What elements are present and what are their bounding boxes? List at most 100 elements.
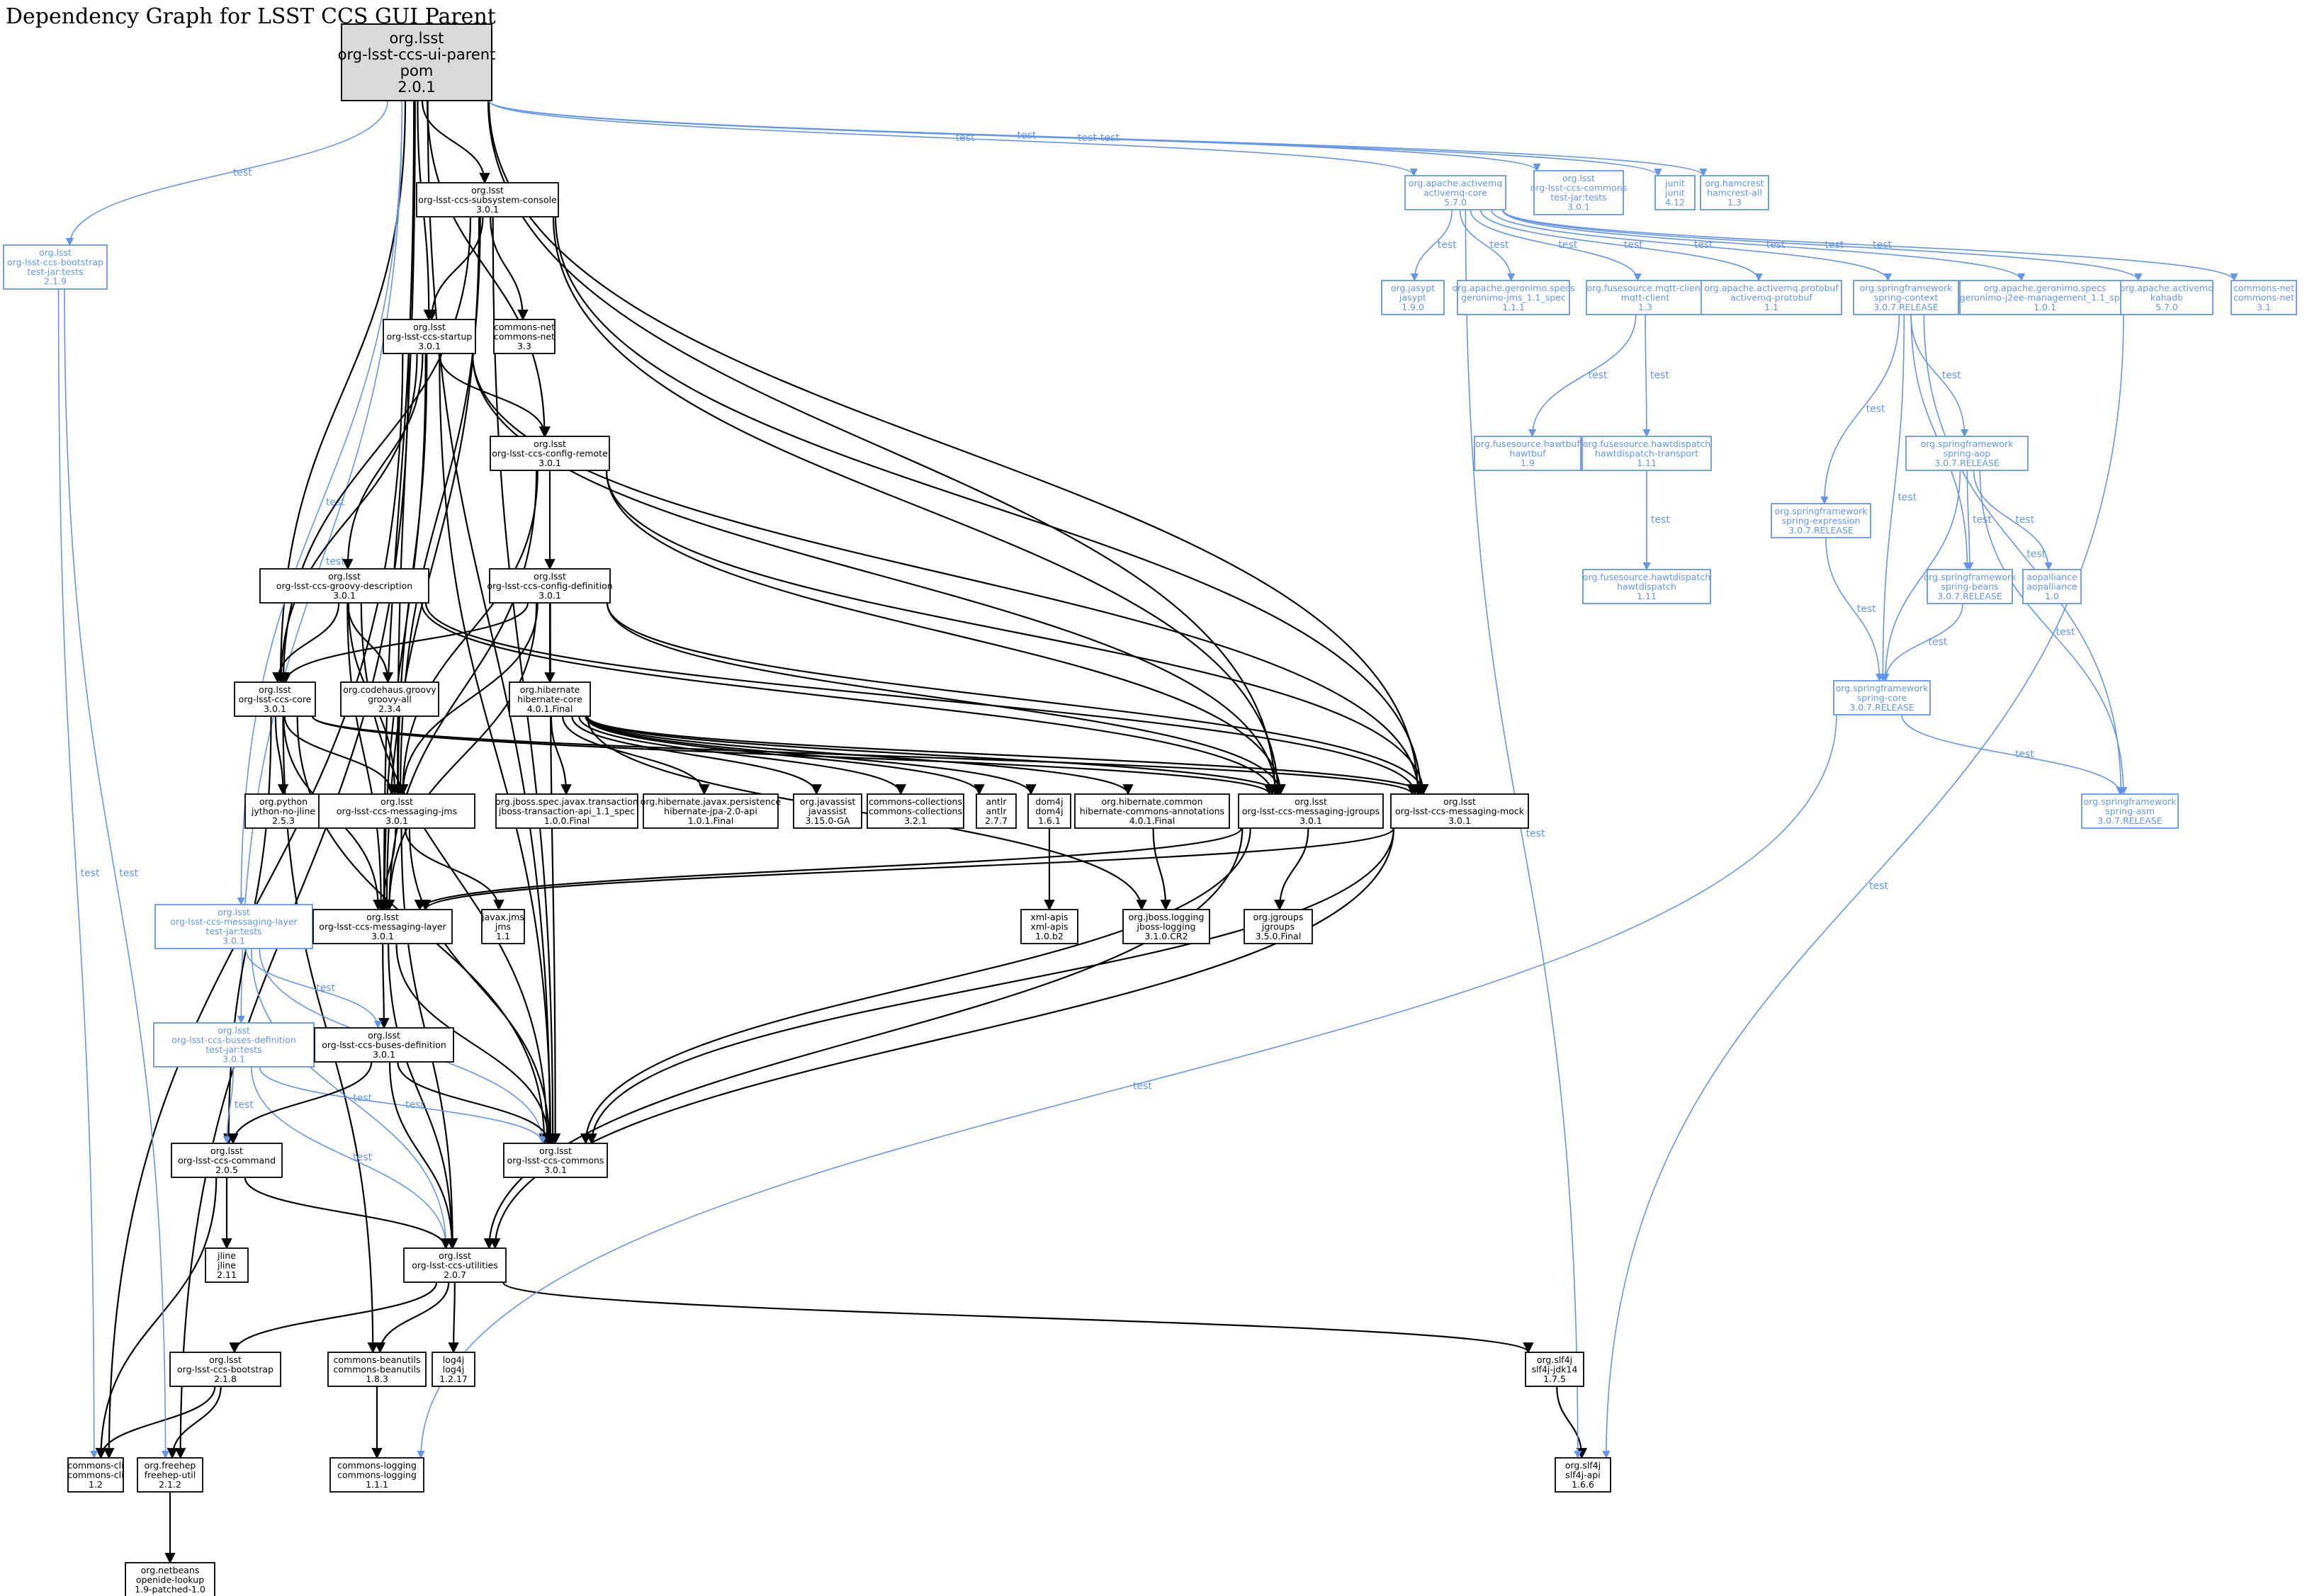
node-msg_layer_tests[interactable]: org.lsstorg-lsst-ccs-messaging-layertest…	[154, 904, 313, 949]
node-label-line: 3.0.1	[538, 590, 561, 601]
node-subsystem_console[interactable]: org.lsstorg-lsst-ccs-subsystem-console3.…	[416, 182, 559, 217]
node-box	[318, 793, 475, 829]
node-label-line: hibernate-jpa-2.0-api	[664, 805, 757, 816]
edge-root-to-buses_def_tests	[237, 100, 403, 1024]
node-label-line: org.fusesource.hawtdispatch	[1583, 572, 1710, 582]
node-spring_asm[interactable]: org.springframeworkspring-asm3.0.7.RELEA…	[2081, 793, 2179, 829]
edge-label-test: test	[1624, 239, 1643, 251]
node-hawtdispatch[interactable]: org.fusesource.hawtdispatchhawtdispatch1…	[1582, 569, 1711, 604]
node-spring_beans[interactable]: org.springframeworkspring-beans3.0.7.REL…	[1924, 569, 2017, 604]
node-geronimo_jms[interactable]: org.apache.geronimo.specsgeronimo-jms_1.…	[1453, 280, 1575, 315]
node-config_def[interactable]: org.lsstorg-lsst-ccs-config-definition3.…	[487, 568, 613, 604]
node-label-line: commons-collections	[869, 796, 962, 807]
edge-buses_def-to-ccs_commons	[397, 1061, 554, 1145]
node-label-line: 1.11	[1637, 591, 1657, 601]
node-spring_expression[interactable]: org.springframeworkspring-expression3.0.…	[1771, 503, 1871, 538]
edge-buses_def_tests-to-command	[222, 1066, 234, 1145]
node-annotations[interactable]: org.hibernate.commonhibernate-commons-an…	[1074, 793, 1230, 829]
node-spring_aop[interactable]: org.springframeworkspring-aop3.0.7.RELEA…	[1905, 436, 2029, 471]
node-label-line: 2.7.7	[985, 815, 1008, 826]
node-label-line: spring-asm	[2105, 805, 2155, 816]
node-collections[interactable]: commons-collectionscommons-collections3.…	[867, 793, 964, 829]
node-spring_core[interactable]: org.springframeworkspring-core3.0.7.RELE…	[1833, 680, 1931, 715]
node-label-line: commons-collections	[869, 805, 962, 816]
node-hawt_transport[interactable]: org.fusesource.hawtdispatchhawtdispatch-…	[1581, 436, 1712, 471]
node-ccs_commons_tests[interactable]: org.lsstorg-lsst-ccs-commonstest-jar:tes…	[1530, 170, 1628, 215]
edge-subsystem_console-to-msg_mock	[554, 216, 1426, 796]
node-bootstrap_tests[interactable]: org.lsstorg-lsst-ccs-bootstraptest-jar:t…	[3, 244, 108, 290]
node-jta[interactable]: org.jboss.spec.javax.transactionjboss-tr…	[495, 793, 638, 829]
edge-core-to-msg_jms	[283, 715, 397, 796]
node-label-line: org.javassist	[800, 796, 856, 807]
node-buses_def[interactable]: org.lsstorg-lsst-ccs-buses-definition3.0…	[314, 1027, 454, 1063]
node-box	[1381, 280, 1445, 315]
node-buses_def_tests[interactable]: org.lsstorg-lsst-ccs-buses-definitiontes…	[153, 1022, 315, 1068]
node-label-line: 3.0.7.RELEASE	[1788, 525, 1854, 536]
node-label-line: org.lsst	[366, 912, 399, 922]
node-msg_jgroups[interactable]: org.lsstorg-lsst-ccs-messaging-jgroups3.…	[1238, 793, 1384, 829]
node-label-line: org.lsst	[1295, 796, 1327, 807]
node-activemq_protobuf[interactable]: org.apache.activemq.protobufactivemq-pro…	[1701, 280, 1842, 315]
node-label-line: 4.12	[1665, 197, 1685, 208]
node-label-line: 3.0.7.RELEASE	[1934, 458, 2000, 468]
node-box	[403, 1247, 507, 1283]
edge-root-to-bootstrap_tests	[65, 100, 388, 247]
node-label-line: 1.0.1.Final	[688, 815, 734, 826]
node-label-line: freehep-util	[145, 1469, 196, 1480]
node-label-line: org.lsst	[389, 30, 444, 47]
edge-config_remote-to-msg_jgroups	[605, 470, 1286, 796]
node-label-line: org.fusesource.hawtbuf	[1475, 438, 1580, 449]
node-msg_layer[interactable]: org.lsstorg-lsst-ccs-messaging-layer3.0.…	[312, 909, 453, 944]
edge-mqtt-to-hawt_transport	[1642, 314, 1651, 438]
edge-startup-to-ccs_commons	[439, 353, 556, 1145]
node-label-line: javax.jms	[481, 912, 524, 922]
node-box	[976, 793, 1017, 829]
node-geronimo_j2ee[interactable]: org.apache.geronimo.specsgeronimo-j2ee-m…	[1959, 280, 2131, 315]
node-openide[interactable]: org.netbeansopenide-lookup1.9-patched-1.…	[125, 1562, 215, 1596]
node-label-line: 1.2	[89, 1479, 103, 1490]
node-groovy_desc[interactable]: org.lsstorg-lsst-ccs-groovy-description3…	[259, 568, 429, 604]
node-jpa[interactable]: org.hibernate.javax.persistencehibernate…	[641, 793, 782, 829]
node-spring_context[interactable]: org.springframeworkspring-context3.0.7.R…	[1853, 280, 1959, 315]
node-label-line: org-lsst-ccs-messaging-mock	[1395, 805, 1525, 816]
node-label-line: org.slf4j	[1565, 1460, 1601, 1471]
